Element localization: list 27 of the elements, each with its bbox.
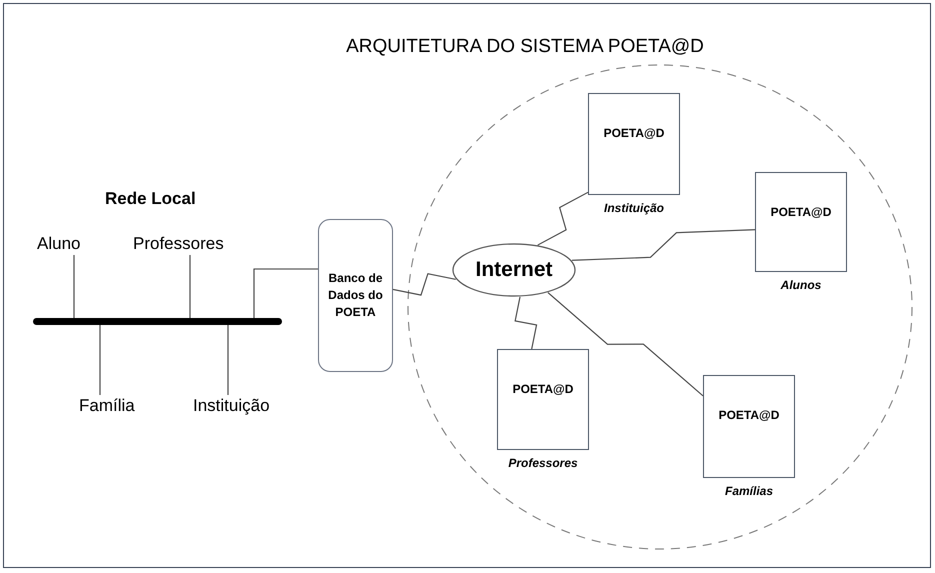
connector-line [227, 325, 229, 395]
connector-line [548, 292, 704, 396]
client-box: POETA@D [588, 93, 680, 195]
network-bus [33, 318, 282, 325]
network-heading: Rede Local [105, 188, 196, 210]
connector-line [253, 268, 318, 318]
connector-line [99, 325, 101, 395]
database-box: Banco de Dados do POETA [318, 219, 393, 372]
network-user-label: Professores [133, 233, 245, 255]
connector-line [392, 273, 456, 296]
box-caption: Professores [507, 455, 579, 472]
network-user-label: Aluno [37, 233, 87, 255]
box-caption: Alunos [780, 277, 822, 294]
box-caption: Famílias [724, 483, 774, 500]
client-box: POETA@D [703, 375, 795, 478]
connector-line [572, 229, 756, 261]
diagram-title: ARQUITETURA DO SISTEMA POETA@D [345, 35, 705, 59]
connector-line [189, 255, 191, 318]
internet-ellipse: Internet [452, 243, 576, 297]
client-box: POETA@D [497, 349, 589, 450]
connector-line [514, 296, 538, 350]
network-user-label: Família [79, 395, 147, 417]
network-user-label: Instituição [193, 395, 291, 417]
box-caption: Instituição [602, 200, 665, 217]
client-box: POETA@D [755, 172, 847, 272]
connector-line [537, 192, 588, 246]
connector-line [73, 255, 75, 318]
